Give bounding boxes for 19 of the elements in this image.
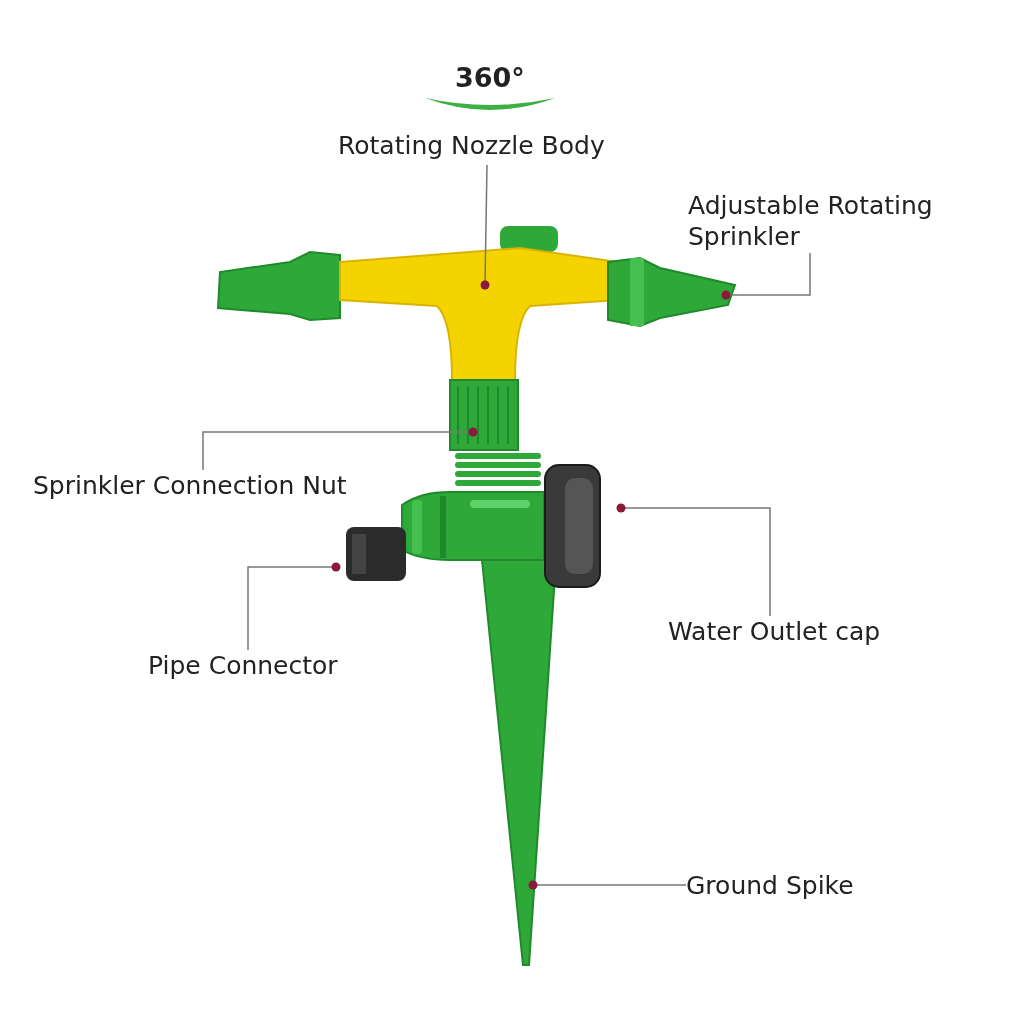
sprinkler-nozzle bbox=[216, 250, 341, 321]
part-label: Water Outlet cap bbox=[668, 616, 908, 647]
part-label: Rotating Nozzle Body bbox=[338, 130, 650, 161]
leader-line bbox=[480, 164, 490, 290]
leader-line bbox=[721, 252, 811, 300]
part-label: Sprinkler Connection Nut bbox=[33, 470, 385, 501]
part-label: Ground Spike bbox=[686, 870, 881, 901]
leader-line bbox=[528, 880, 687, 890]
leader-line bbox=[247, 562, 341, 651]
tee-body bbox=[401, 491, 545, 561]
outlet-cap bbox=[544, 464, 601, 588]
part-label: Pipe Connector bbox=[148, 650, 368, 681]
connection-nut bbox=[449, 379, 541, 486]
leader-line bbox=[616, 503, 771, 617]
sprinkler-nozzle bbox=[607, 256, 737, 328]
leader-line bbox=[202, 427, 478, 471]
rotation-label: 360° bbox=[455, 62, 525, 93]
pipe-connector bbox=[346, 527, 406, 581]
part-label: Adjustable Rotating Sprinkler bbox=[688, 190, 978, 252]
